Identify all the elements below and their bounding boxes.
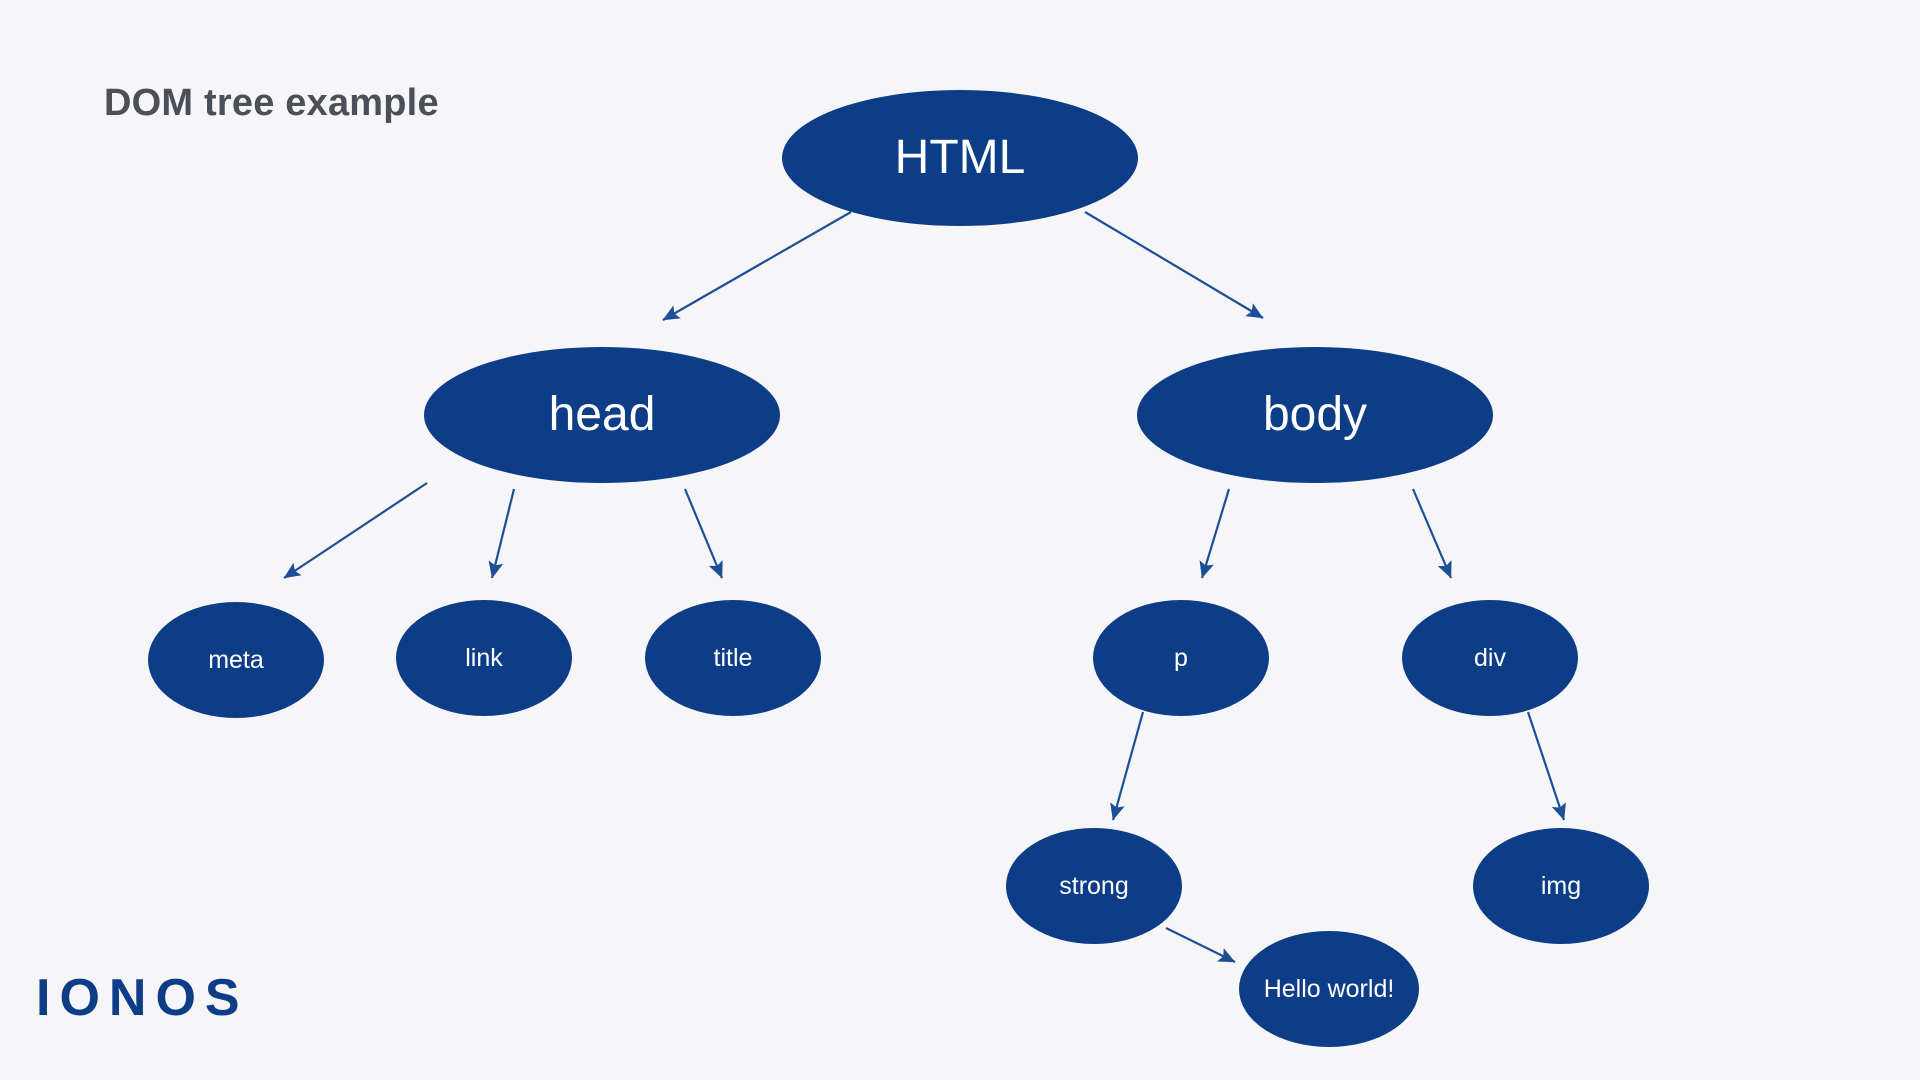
node-label: link: [465, 644, 503, 672]
node-label: img: [1540, 872, 1582, 900]
edge-div-to-img: [1526, 711, 1566, 821]
node-label: p: [1174, 644, 1188, 672]
ionos-logo: IONOS: [36, 969, 249, 1027]
edge-html-to-head: [662, 211, 852, 321]
edge-body-to-p: [1199, 488, 1231, 579]
edge-body-to-div: [1411, 488, 1453, 579]
node-hello[interactable]: Hello world!: [1239, 931, 1419, 1047]
node-head[interactable]: head: [424, 347, 780, 483]
node-label: HTML: [894, 131, 1026, 185]
node-img[interactable]: img: [1473, 828, 1649, 944]
node-label: meta: [208, 646, 264, 674]
node-label: title: [713, 644, 753, 672]
node-body[interactable]: body: [1137, 347, 1493, 483]
node-label: head: [548, 388, 656, 442]
node-label: body: [1262, 388, 1368, 442]
node-strong[interactable]: strong: [1006, 828, 1182, 944]
node-link[interactable]: link: [396, 600, 572, 716]
page-title: DOM tree example: [104, 82, 439, 124]
edges: [283, 211, 1566, 963]
node-meta[interactable]: meta: [148, 602, 324, 718]
edge-head-to-meta: [283, 482, 428, 579]
edge-strong-to-hello: [1165, 927, 1236, 963]
node-html[interactable]: HTML: [782, 90, 1138, 226]
edge-p-to-strong: [1110, 711, 1145, 821]
node-label: strong: [1059, 872, 1129, 900]
edge-head-to-link: [488, 488, 516, 579]
node-div[interactable]: div: [1402, 600, 1578, 716]
node-label: Hello world!: [1263, 975, 1395, 1003]
node-label: div: [1474, 644, 1506, 672]
edge-html-to-body: [1084, 211, 1264, 319]
edge-head-to-title: [683, 488, 724, 579]
node-p[interactable]: p: [1093, 600, 1269, 716]
node-title[interactable]: title: [645, 600, 821, 716]
